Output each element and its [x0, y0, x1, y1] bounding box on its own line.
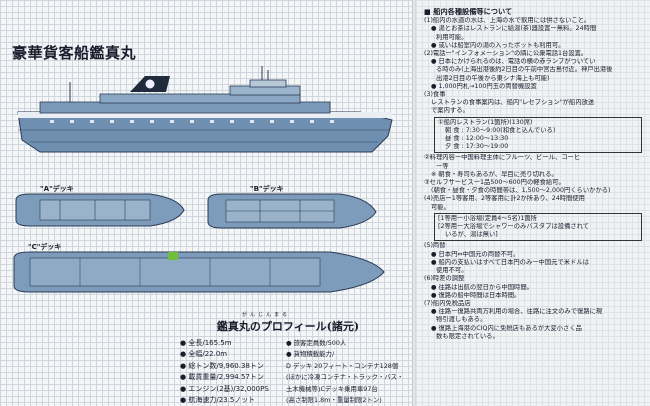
facilities-heading: ■ 船内各種設備等について: [424, 8, 513, 16]
text-line: ● 日本円⇔中国元の両替不可。: [431, 250, 520, 258]
spec-item: ● 載貨重量/2,994.57トン: [180, 373, 264, 382]
spec-item: ● 旅客定員数/500人: [286, 339, 347, 347]
text-line: (4)売店ー1等客用、2等客用に計2か所あり、24時間使用: [424, 195, 585, 203]
restaurant-hours-box: ①船内レストラン(1箇所)(130席) 朝 食 : 7:30〜9:00(和食と込…: [434, 116, 642, 154]
text-line: ②料理内容ー中国料理主体にフルーツ、ビール、コーヒ: [424, 154, 581, 162]
ship-title: 豪華貨客船鑑真丸: [12, 44, 137, 62]
text-line: ● 往路ー復路共両方利用の場合、往路に注文のみで復路に現: [431, 308, 603, 316]
text-line: レストランの食事案内は、船内"レセプション"が船内放送: [431, 99, 595, 107]
deck-a-plan: [15, 193, 185, 227]
text-line: ● 湯とお茶はレストランに給湯(茶)器設置ー無料。24時間: [431, 25, 597, 33]
deck-c-plan: [13, 251, 385, 293]
facilities-text: ■ 船内各種設備等について (1)船内の水道の水は、上海の水で飲用には供さないこ…: [424, 8, 646, 341]
text-line: いるが、湯は無い]: [445, 231, 498, 239]
text-line: (1)船内の水道の水は、上海の水で飲用には供さないこと。: [424, 17, 591, 25]
text-line: ● 日本にかけられるのは、電話の横の赤ランプがついてい: [431, 58, 596, 66]
text-line: 昼 食 : 12:00〜13:30: [445, 135, 509, 143]
text-line: ー等: [436, 162, 449, 170]
spec-item: 土木機械等)Cデッキ乗用車97台: [286, 384, 378, 393]
spec-item: (ほかに冷凍コンテナ・トラック・バス・: [286, 373, 404, 382]
text-line: 朝 食 : 7:30〜9:00(和食と込んでいる): [445, 126, 556, 134]
text-line: (5)両替: [424, 242, 446, 250]
text-line: 使用不可。: [436, 267, 468, 275]
spec-item: ● 全長/165.5m: [180, 339, 232, 347]
deck-c-label: "C"デッキ: [28, 243, 62, 251]
text-line: [1等用ー小浴場(定員4〜5名)1箇所: [438, 214, 537, 222]
bath-box: [1等用ー小浴場(定員4〜5名)1箇所 [2等用ー大浴場でシャワーのみバスタブは…: [434, 212, 642, 242]
text-line: ③セルフサービスー1品500〜600円の軽食給可。: [424, 179, 565, 187]
text-line: (7)船内免税品店: [424, 299, 471, 307]
text-line: 数も限定されている。: [436, 332, 499, 340]
ship-drawings: [13, 66, 393, 293]
text-line: 出港2日目の午後から東シナ海上も可能): [436, 74, 550, 82]
spec-item: ● 貨物積載能力/: [286, 350, 335, 359]
text-line: (朝食・昼食・夕食の時間帯は、1,500〜2,000円くらいかかる): [431, 187, 611, 195]
facilities-panel: [416, 0, 650, 406]
text-line: (6)時差の調整: [424, 275, 465, 283]
page-fold: [412, 0, 416, 406]
text-line: 物引渡しもある。: [436, 316, 487, 324]
text-line: ● 或いは船室内の湯の入ったポットも利用可。: [431, 41, 565, 49]
spec-item: (高さ制限1.8m・重量制限2トン): [286, 395, 382, 404]
text-line: 可能。: [431, 203, 450, 211]
text-line: ①船内レストラン(1箇所)(130席): [438, 118, 533, 126]
spec-item: D デッキ 20フィート・コンテナ128個: [286, 361, 399, 370]
text-line: ● 1,000円札→100円玉の両替機設置: [431, 82, 537, 90]
spec-item: ● 総トン数/9,960.38トン: [180, 361, 264, 370]
spec-item: ● エンジン(2基)/32,000PS: [180, 384, 269, 393]
text-line: ● 船内の支払いはすべて日本円のみ一中国元で米ドルは: [431, 258, 589, 266]
text-line: る時のみ(上海出港後約2日目の午前中宮古島付近。神戸出港後: [436, 66, 613, 74]
text-line: ※ 朝食・寿司もあるが、早目に売り切れる。: [431, 170, 558, 178]
text-line: [2等用ー大浴場でシャワーのみバスタブは設備されて: [438, 223, 590, 231]
text-line: ● 往路は出航の翌日から中国時間。: [431, 283, 533, 291]
ship-side-profile: [17, 66, 393, 153]
text-line: で案内する。: [431, 107, 469, 115]
profile-title: 鑑真丸のプロフィール(諸元): [216, 320, 360, 333]
text-line: ● 復路上海港のCIQ内に免税店もあるが大変小さく品: [431, 324, 582, 332]
text-line: 利用可能。: [436, 33, 468, 41]
spec-list-right: ● 旅客定員数/500人 ● 貨物積載能力/ D デッキ 20フィート・コンテナ…: [286, 338, 403, 406]
profile-ruby: がんじんまる: [242, 312, 291, 318]
text-line: (2)電話ー"インフォメーション"の隣に公衆電話1台設置。: [424, 50, 588, 58]
ship-profile: がんじんまる 鑑真丸のプロフィール(諸元): [172, 312, 404, 334]
deck-a-label: "A"デッキ: [40, 185, 74, 193]
spec-item: ● 全幅/22.0m: [180, 350, 228, 359]
spec-item: ● 航海速力/23.5ノット: [180, 395, 256, 404]
deck-b-label: "B"デッキ: [250, 185, 284, 193]
spec-list-left: ● 全長/165.5m ● 全幅/22.0m ● 総トン数/9,960.38トン…: [180, 338, 269, 406]
deck-b-plan: [207, 193, 377, 229]
text-line: 夕 食 : 17:30〜19:00: [445, 143, 509, 151]
text-line: (3)食事: [424, 91, 446, 99]
text-line: ● 復路の船中時間は日本時間。: [431, 291, 521, 299]
